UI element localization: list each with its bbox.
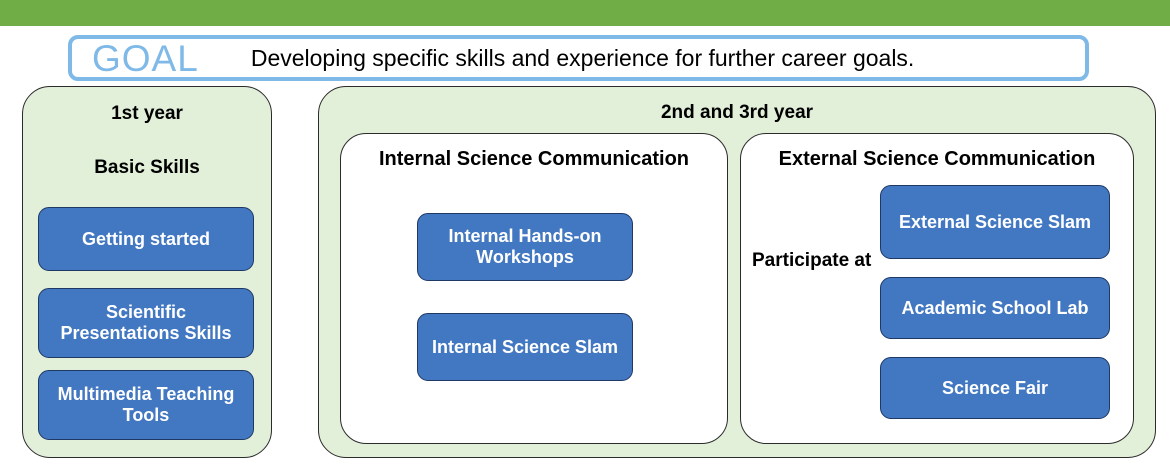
- item-internal-science-slam[interactable]: Internal Science Slam: [417, 313, 633, 381]
- top-green-band: [0, 0, 1170, 26]
- external-science-communication-title: External Science Communication: [778, 148, 1096, 170]
- goal-label: GOAL: [92, 37, 199, 79]
- item-internal-hands-on-workshops[interactable]: Internal Hands-on Workshops: [417, 213, 633, 281]
- first-year-heading: 1st year: [111, 103, 183, 124]
- item-external-science-slam[interactable]: External Science Slam: [880, 185, 1110, 259]
- internal-science-communication-title: Internal Science Communication: [378, 148, 690, 170]
- item-academic-school-lab[interactable]: Academic School Lab: [880, 277, 1110, 339]
- item-multimedia-teaching-tools[interactable]: Multimedia Teaching Tools: [38, 370, 254, 440]
- item-science-fair[interactable]: Science Fair: [880, 357, 1110, 419]
- goal-statement: Developing specific skills and experienc…: [250, 44, 915, 71]
- goal-banner: GOAL Developing specific skills and expe…: [68, 35, 1089, 81]
- second-third-year-heading: 2nd and 3rd year: [660, 102, 814, 123]
- basic-skills-heading: Basic Skills: [94, 157, 200, 178]
- item-getting-started[interactable]: Getting started: [38, 207, 254, 271]
- participate-at-label: Participate at: [752, 250, 872, 271]
- group-internal-science-communication: Internal Science Communication: [340, 133, 728, 444]
- item-scientific-presentations-skills[interactable]: Scientific Presentations Skills: [38, 288, 254, 358]
